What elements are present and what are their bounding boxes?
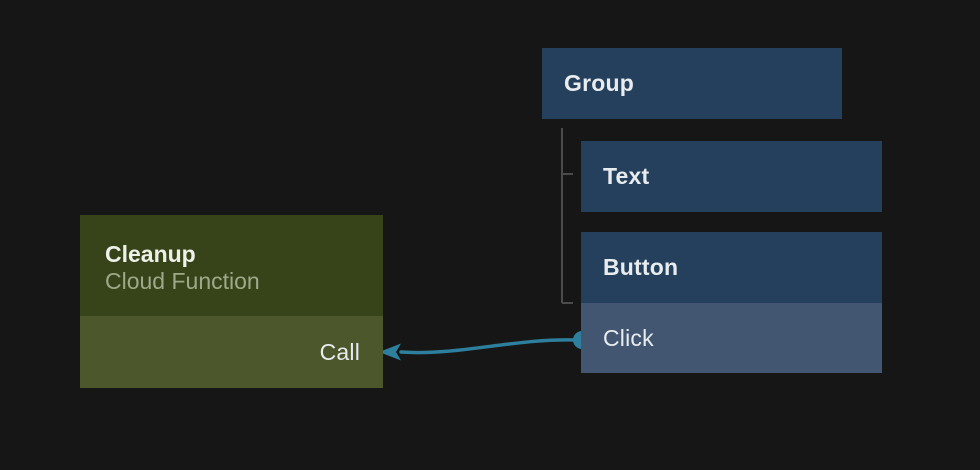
- button-header[interactable]: Button: [581, 232, 882, 303]
- cleanup-subtitle: Cloud Function: [105, 268, 260, 294]
- click-label: Click: [603, 324, 654, 351]
- group-label: Group: [564, 70, 634, 96]
- call-label: Call: [319, 338, 360, 365]
- button-label: Button: [603, 254, 679, 280]
- group-layer-node[interactable]: Group: [542, 48, 842, 119]
- click-event-row[interactable]: Click: [581, 303, 882, 373]
- cleanup-header[interactable]: Cleanup Cloud Function: [80, 215, 383, 316]
- tree-connector-lines: [561, 128, 573, 304]
- button-layer-node: Button Click: [581, 232, 882, 373]
- cleanup-function-node: Cleanup Cloud Function Call: [80, 215, 383, 388]
- cleanup-title: Cleanup: [105, 241, 196, 267]
- call-action-row[interactable]: Call: [80, 316, 383, 388]
- connection-wire[interactable]: [399, 338, 578, 355]
- text-label: Text: [603, 163, 650, 189]
- text-layer-node[interactable]: Text: [581, 141, 882, 212]
